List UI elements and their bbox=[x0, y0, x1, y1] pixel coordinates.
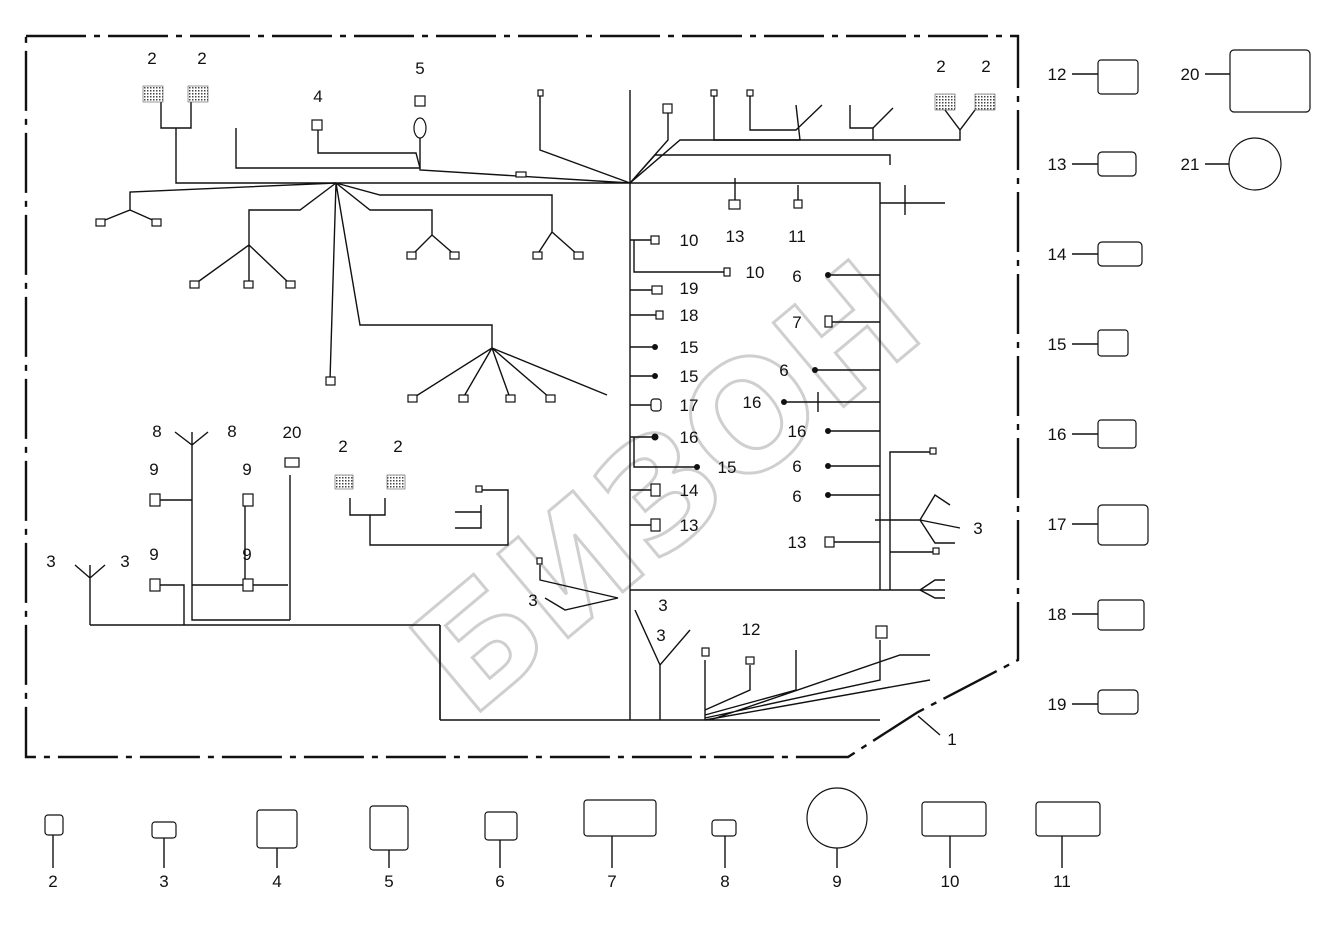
connector-4 bbox=[311, 119, 323, 131]
leader-1 bbox=[917, 715, 941, 736]
callout-label: 3 bbox=[973, 519, 982, 538]
connector-5 bbox=[414, 95, 426, 107]
callout-label: 14 bbox=[1048, 245, 1067, 264]
callout-label: 3 bbox=[528, 591, 537, 610]
part-18-connector bbox=[1097, 599, 1145, 631]
callout-label: 10 bbox=[746, 263, 765, 282]
callout-label: 18 bbox=[680, 306, 699, 325]
callout-label: 17 bbox=[680, 396, 699, 415]
harness-connectors bbox=[95, 85, 996, 665]
side-callouts: 12 20 13 21 14 15 16 17 18 19 bbox=[1048, 65, 1200, 714]
callout-label: 16 bbox=[788, 422, 807, 441]
watermark-logo: БИЗОН bbox=[381, 229, 952, 748]
callout-label: 9 bbox=[242, 545, 251, 564]
part-21-round-connector bbox=[1228, 137, 1282, 191]
connector-2 bbox=[187, 85, 209, 103]
callout-label: 1 bbox=[947, 730, 956, 749]
callout-label: 8 bbox=[227, 422, 236, 441]
callout-label: 15 bbox=[1048, 335, 1067, 354]
callout-label: 12 bbox=[1048, 65, 1067, 84]
callout-label: 13 bbox=[788, 533, 807, 552]
callout-label: 9 bbox=[149, 545, 158, 564]
part-16-connector bbox=[1097, 419, 1137, 449]
harness-wires bbox=[74, 90, 976, 721]
connector-2 bbox=[334, 474, 354, 490]
callout-label: 2 bbox=[338, 437, 347, 456]
side-parts bbox=[1072, 49, 1311, 715]
part-12-connector bbox=[1097, 59, 1139, 95]
callout-label: 3 bbox=[46, 552, 55, 571]
callout-label: 15 bbox=[680, 338, 699, 357]
callout-label: 6 bbox=[792, 487, 801, 506]
callout-label: 20 bbox=[1181, 65, 1200, 84]
callout-label: 17 bbox=[1048, 515, 1067, 534]
connector-20 bbox=[284, 457, 300, 468]
callout-label: 3 bbox=[656, 626, 665, 645]
callout-label: 6 bbox=[792, 267, 801, 286]
callout-label: 15 bbox=[718, 458, 737, 477]
callout-label: 5 bbox=[415, 59, 424, 78]
callout-label: 19 bbox=[680, 279, 699, 298]
callout-label: 13 bbox=[680, 516, 699, 535]
callout-label: 12 bbox=[742, 620, 761, 639]
callout-label: 8 bbox=[152, 422, 161, 441]
callout-label: 19 bbox=[1048, 695, 1067, 714]
callout-label: 16 bbox=[680, 428, 699, 447]
grommet bbox=[413, 117, 427, 139]
callout-label: 16 bbox=[1048, 425, 1067, 444]
callout-label: 7 bbox=[607, 872, 616, 891]
part-17-connector bbox=[1097, 504, 1149, 546]
callout-label: 13 bbox=[726, 227, 745, 246]
part-19-connector bbox=[1097, 689, 1139, 715]
callout-label: 4 bbox=[313, 87, 322, 106]
callout-label: 8 bbox=[720, 872, 729, 891]
callout-label: 10 bbox=[680, 231, 699, 250]
callout-label: 13 bbox=[1048, 155, 1067, 174]
part-13-connector bbox=[1097, 151, 1137, 177]
callout-label: 3 bbox=[658, 596, 667, 615]
harness-boundary bbox=[24, 34, 1020, 759]
callout-label: 11 bbox=[1053, 872, 1071, 891]
connector-2 bbox=[934, 93, 956, 111]
callout-label: 6 bbox=[792, 457, 801, 476]
callout-label: 2 bbox=[393, 437, 402, 456]
callout-label: 15 bbox=[680, 367, 699, 386]
callout-label: 9 bbox=[242, 460, 251, 479]
callout-label: 16 bbox=[743, 393, 762, 412]
connector-2 bbox=[386, 474, 406, 490]
connector-2 bbox=[974, 93, 996, 111]
callout-label: 2 bbox=[147, 49, 156, 68]
callout-label: 9 bbox=[149, 460, 158, 479]
callout-label: 3 bbox=[120, 552, 129, 571]
connector-2 bbox=[142, 85, 164, 103]
callout-label: 2 bbox=[197, 49, 206, 68]
callout-label: 20 bbox=[283, 423, 302, 442]
part-15-connector bbox=[1097, 329, 1129, 357]
callout-label: 9 bbox=[832, 872, 841, 891]
callout-label: 5 bbox=[384, 872, 393, 891]
callout-label: 11 bbox=[788, 227, 806, 246]
part-20-control-unit bbox=[1229, 49, 1311, 113]
callout-label: 2 bbox=[936, 57, 945, 76]
callout-label: 6 bbox=[779, 361, 788, 380]
callout-label: 3 bbox=[159, 872, 168, 891]
callout-label: 18 bbox=[1048, 605, 1067, 624]
callout-label: 7 bbox=[792, 313, 801, 332]
bottom-parts bbox=[44, 787, 1101, 868]
part-14-connector bbox=[1097, 241, 1143, 267]
callout-label: 14 bbox=[680, 481, 699, 500]
callout-label: 10 bbox=[941, 872, 960, 891]
callout-label: 2 bbox=[48, 872, 57, 891]
bottom-callouts: 2 3 4 5 6 7 8 9 10 11 bbox=[48, 872, 1071, 891]
callout-label: 4 bbox=[272, 872, 281, 891]
callout-label: 6 bbox=[495, 872, 504, 891]
callout-label: 2 bbox=[981, 57, 990, 76]
callout-label: 21 bbox=[1181, 155, 1200, 174]
